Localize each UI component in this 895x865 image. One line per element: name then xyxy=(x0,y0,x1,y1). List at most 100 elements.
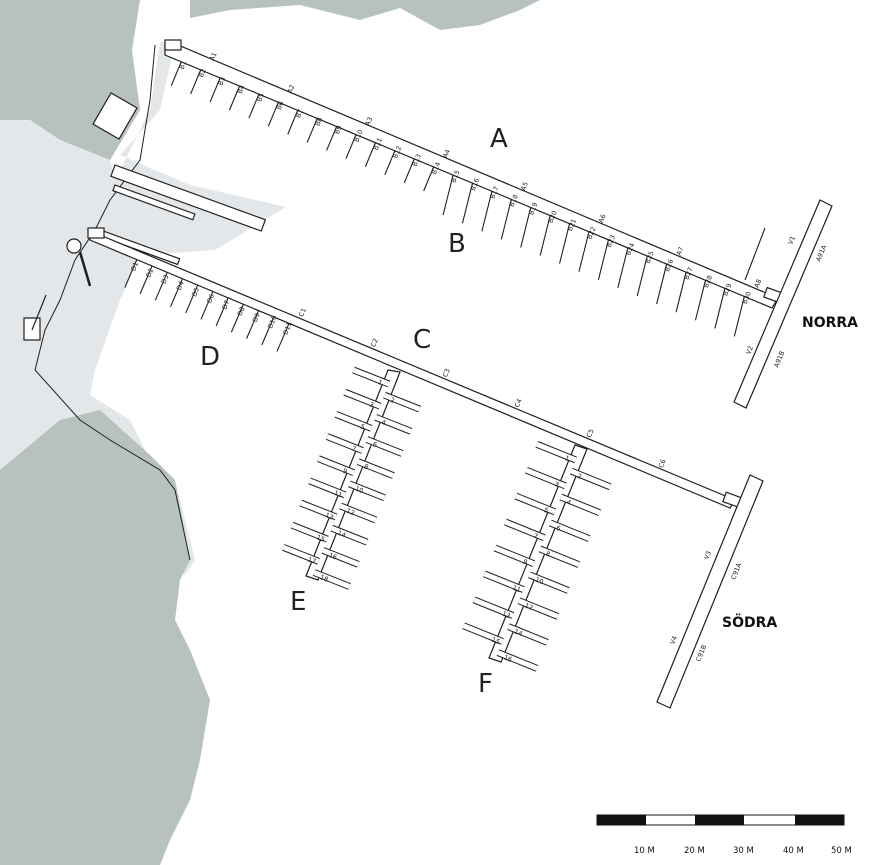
scale-seg-3 xyxy=(695,815,744,825)
label-slip: 13 xyxy=(501,610,512,621)
label-slip: 9 xyxy=(342,467,349,476)
shoreline xyxy=(34,44,191,561)
finger-b xyxy=(461,183,474,224)
pier-f-fingers xyxy=(462,441,612,672)
finger-fill xyxy=(507,624,549,645)
finger-b xyxy=(656,263,668,305)
label-a: A4 xyxy=(441,148,452,159)
finger-b xyxy=(170,61,182,87)
finger-fill xyxy=(497,650,538,671)
finger-d xyxy=(170,278,184,307)
scale-seg-1 xyxy=(597,815,646,825)
finger-fill xyxy=(357,459,395,478)
breakwater-north xyxy=(733,199,833,409)
label-d: D9 xyxy=(251,312,262,323)
pier-b-fingers xyxy=(170,61,745,337)
label-b: B5 xyxy=(255,92,266,103)
label-slip: 5 xyxy=(359,422,366,431)
label-slip: 11 xyxy=(333,489,344,499)
buoy-icon xyxy=(66,238,82,254)
finger-fill xyxy=(570,468,612,490)
boathouse xyxy=(92,92,138,140)
crane xyxy=(78,251,92,287)
finger-fill xyxy=(313,570,351,589)
label-slip: 2 xyxy=(576,472,583,481)
finger-b xyxy=(617,247,629,289)
finger-b xyxy=(423,166,435,192)
label-slip: 16 xyxy=(328,551,339,561)
pier-letter-e: E xyxy=(290,587,306,617)
finger-b xyxy=(364,142,376,167)
label-d: D3 xyxy=(160,274,171,285)
label-slip: 2 xyxy=(389,396,396,405)
finger-fill xyxy=(282,545,320,564)
finger-fill xyxy=(473,597,514,618)
pier-c-head xyxy=(87,227,105,239)
finger-d xyxy=(124,259,138,288)
finger-fill xyxy=(528,572,570,593)
finger-fill xyxy=(525,467,567,489)
inner-pier-1 xyxy=(110,164,267,232)
finger-b xyxy=(306,118,318,143)
label-b: B7 xyxy=(294,108,305,119)
label-slip: 8 xyxy=(544,550,551,559)
label-slip: 7 xyxy=(532,532,539,541)
finger-fill xyxy=(291,522,329,542)
finger-fill xyxy=(335,412,373,431)
label-c: C4 xyxy=(513,398,524,409)
finger-fill xyxy=(483,571,525,592)
finger-b xyxy=(539,215,551,256)
zone-sodra: SÖDRA xyxy=(722,613,777,631)
inner-pier-2 xyxy=(112,184,196,221)
label-v4: V4 xyxy=(668,635,679,646)
finger-fill xyxy=(517,598,559,619)
finger-b xyxy=(326,126,338,151)
label-b: B3 xyxy=(217,76,228,87)
label-slip: 10 xyxy=(354,485,365,495)
finger-fill xyxy=(343,389,381,409)
pier-letter-c: C xyxy=(413,325,431,355)
label-v2: V2 xyxy=(744,345,755,356)
finger-fill xyxy=(514,493,556,515)
finger-b xyxy=(636,255,648,297)
finger-fill xyxy=(317,456,355,476)
finger-fill xyxy=(535,441,577,463)
label-c91b: C91B xyxy=(694,644,708,663)
label-slip: 1 xyxy=(564,454,571,463)
finger-b xyxy=(442,174,454,216)
label-slip: 4 xyxy=(380,418,387,427)
label-slip: 15 xyxy=(315,533,326,543)
label-slip: 16 xyxy=(503,653,514,664)
finger-d xyxy=(246,310,260,339)
ramp xyxy=(31,294,47,331)
finger-b xyxy=(500,199,512,240)
label-b: B2 xyxy=(197,68,208,79)
label-a: A7 xyxy=(675,246,686,257)
pier-c-deck xyxy=(89,229,736,509)
label-slip: 18 xyxy=(319,573,330,583)
label-a: A6 xyxy=(597,213,608,224)
pier-a-head xyxy=(164,39,182,51)
finger-b xyxy=(190,69,202,95)
finger-d xyxy=(215,297,229,327)
finger-b xyxy=(578,231,590,272)
label-slip: 3 xyxy=(368,400,375,409)
label-v1: V1 xyxy=(786,235,797,246)
land-south xyxy=(0,410,210,865)
label-a: A8 xyxy=(753,278,764,289)
scale-label-10: 10 M xyxy=(634,846,655,856)
label-b: B6 xyxy=(275,100,286,111)
label-slip: 13 xyxy=(324,511,335,521)
pier-letter-f: F xyxy=(478,669,493,699)
breakwater-south xyxy=(656,474,764,709)
pier-e-deck xyxy=(305,369,401,581)
scale-label-50: 50 M xyxy=(831,846,852,856)
label-slip: 15 xyxy=(490,636,501,647)
label-slip: 4 xyxy=(565,498,572,507)
finger-fill xyxy=(330,525,368,545)
label-d: D11 xyxy=(281,321,293,336)
finger-fill xyxy=(308,478,346,498)
land-areas xyxy=(0,0,540,865)
